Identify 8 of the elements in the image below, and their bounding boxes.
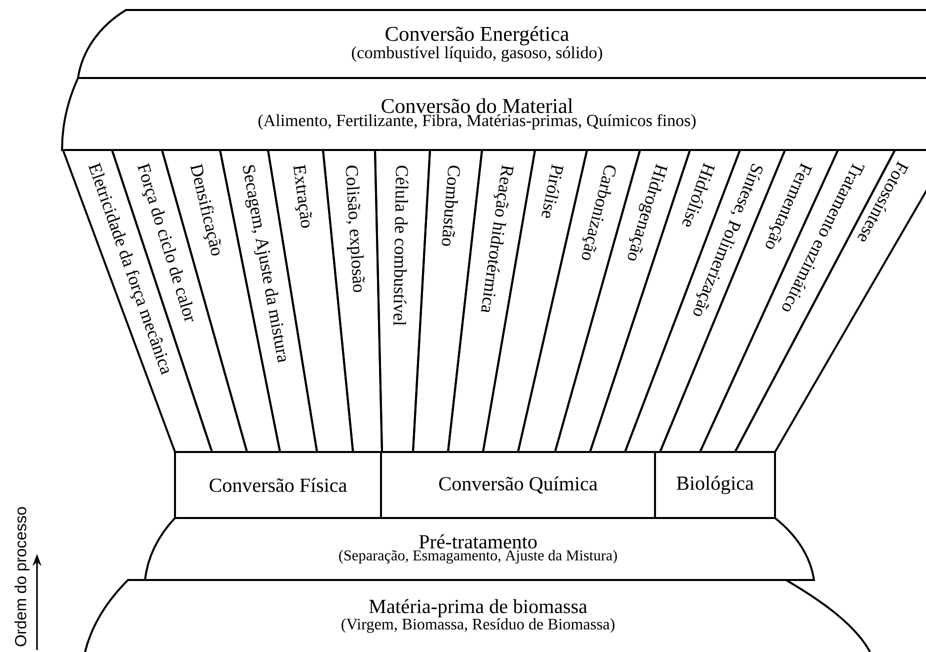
band: Conversão Energética (combustível líquido, gasoso, sólido) bbox=[77, 8, 926, 79]
process-box: Conversão Física bbox=[174, 450, 382, 519]
process-box: Biológica bbox=[654, 450, 776, 519]
band: Conversão do Material (Alimento, Fertilizante, Fibra, Matérias-primas, Químicos finos) bbox=[61, 76, 926, 151]
band: Matéria-prima de biomassa (Virgem, Biomassa, Resíduo de Biomassa) bbox=[84, 578, 871, 652]
process-box: Conversão Química bbox=[380, 450, 656, 519]
band: Pré-tratamento (Separação, Esmagamento, Ajuste da Mistura) bbox=[144, 516, 815, 581]
axis-label: Ordem do processo bbox=[14, 507, 30, 646]
